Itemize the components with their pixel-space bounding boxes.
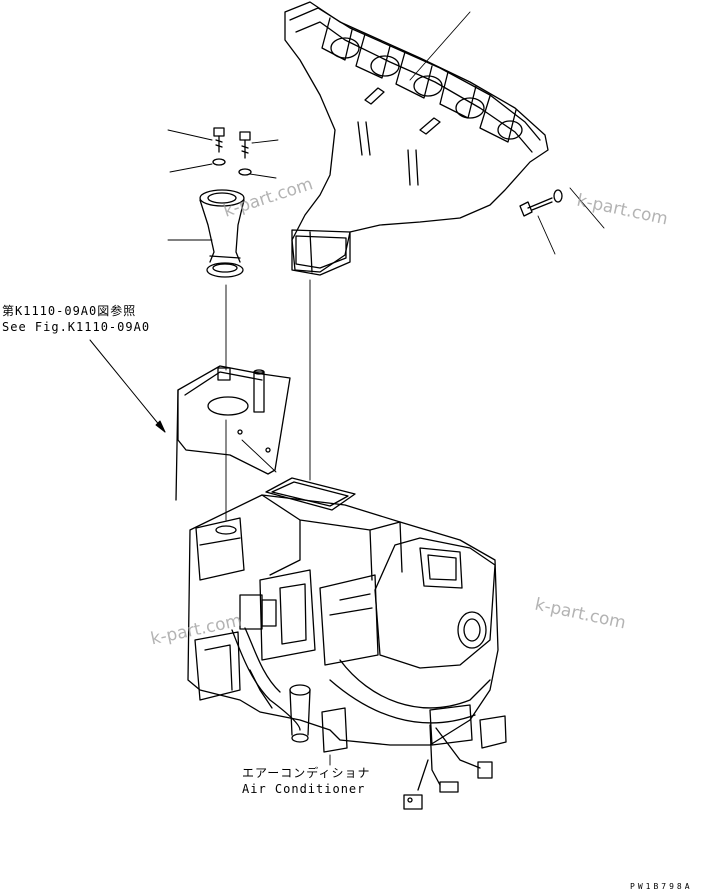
reference-arrow <box>89 339 166 433</box>
reference-label-ja: 第K1110-09A0図参照 <box>2 304 137 318</box>
aircon-label-en: Air Conditioner <box>242 782 366 796</box>
air-conditioner-unit <box>187 477 507 810</box>
aircon-label-ja: エアーコンディショナ <box>242 766 371 780</box>
upper-air-duct <box>284 1 549 276</box>
bolt-left <box>212 127 226 166</box>
reference-label-en: See Fig.K1110-09A0 <box>2 320 151 334</box>
elbow-pipe <box>199 189 245 278</box>
bracket-plate <box>175 365 291 501</box>
leader-lines <box>167 11 605 521</box>
document-id: PW1B798A <box>630 882 693 891</box>
bolt-upper-right <box>519 189 563 217</box>
bolt-right <box>238 131 252 176</box>
